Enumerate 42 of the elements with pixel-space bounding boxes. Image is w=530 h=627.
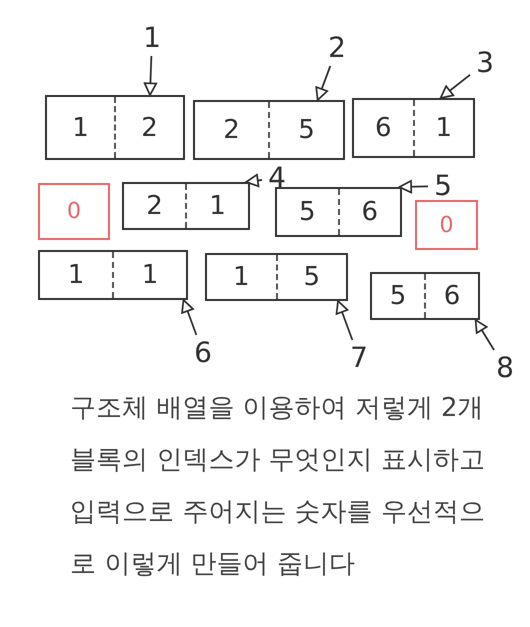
- callout-number: 3: [470, 45, 500, 81]
- cell-value: 1: [112, 252, 186, 298]
- cell-value: 2: [222, 114, 241, 147]
- cell-value: 5: [276, 255, 346, 299]
- cell-value: 1: [66, 259, 86, 292]
- arrow: [398, 180, 428, 194]
- note-text: 구조체 배열을 이용하여 저렇게 2개블록의 인덱스가 무엇인지 표시하고 입력으로 주어지는 숫자를 우선적으로 이렇게 만들어 줍니다: [70, 392, 486, 581]
- cell-value: 6: [374, 112, 393, 145]
- cell-value: 1: [412, 100, 473, 156]
- array-block: [122, 182, 250, 230]
- arrow: [181, 299, 198, 336]
- callout-number: 6: [188, 335, 218, 371]
- arrow: [440, 74, 471, 99]
- array-block: [45, 95, 185, 160]
- array-block: [193, 100, 345, 160]
- cell-value: 6: [338, 189, 400, 235]
- cell-value: 6: [424, 274, 478, 318]
- array-block: [352, 98, 475, 158]
- cell-value: 1: [232, 261, 251, 294]
- cell-value: 5: [388, 280, 408, 313]
- arrow: [336, 300, 354, 340]
- callout-number: 7: [344, 340, 374, 376]
- cell-value: 1: [185, 184, 248, 228]
- array-block: [370, 272, 480, 320]
- callout-number: 1: [137, 20, 167, 56]
- callout-number: 8: [490, 350, 520, 386]
- arrow: [474, 319, 495, 350]
- cell-value: 5: [268, 102, 343, 158]
- array-block: [205, 253, 348, 301]
- arrow: [245, 174, 262, 188]
- callout-number: 4: [262, 160, 292, 196]
- cell-value: 2: [145, 190, 164, 223]
- callout-number: 2: [322, 30, 352, 66]
- arrow: [144, 56, 158, 96]
- array-block: [38, 250, 188, 300]
- cell-value: 1: [71, 112, 90, 144]
- cell-value: 5: [298, 196, 317, 229]
- cell-value: 2: [114, 97, 183, 158]
- arrow: [315, 66, 332, 101]
- array-block: [275, 187, 402, 237]
- zero-box: 0: [38, 183, 110, 240]
- zero-box: 0: [415, 200, 478, 250]
